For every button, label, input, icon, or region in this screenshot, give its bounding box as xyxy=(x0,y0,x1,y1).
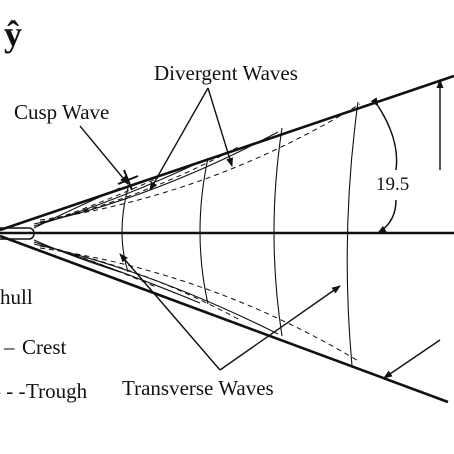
divergent-crests-lower xyxy=(33,239,279,335)
transverse-arrow-1 xyxy=(119,253,221,371)
crest-label: Crest xyxy=(22,335,66,359)
transverse-crest xyxy=(346,101,359,367)
crest-legend: – Crest xyxy=(3,335,66,359)
divergent-trough xyxy=(39,247,361,363)
wake-width-arrows xyxy=(383,79,444,379)
divergent-waves-label: Divergent Waves xyxy=(154,61,298,85)
angle-arc-lower xyxy=(377,199,397,234)
angle-value-label: 19.5 xyxy=(376,174,409,195)
leader-arrows xyxy=(79,87,341,371)
divergent-arrow-2 xyxy=(207,87,233,167)
transverse-arrow-2 xyxy=(219,285,341,371)
trough-legend: - - - Trough xyxy=(0,379,88,403)
transverse-waves-label: Transverse Waves xyxy=(122,376,274,400)
width-arrow-bottom xyxy=(383,339,441,379)
divergent-trough xyxy=(39,103,361,221)
trough-legend-marker: - - - xyxy=(0,379,25,403)
hull-label: hull xyxy=(0,285,33,309)
divergent-crest xyxy=(33,239,121,273)
lower-wake-boundary xyxy=(0,234,449,404)
trough-label: Trough xyxy=(26,379,88,403)
divergent-troughs-upper xyxy=(39,103,361,225)
transverse-crest xyxy=(199,157,209,305)
cusp-wave-label: Cusp Wave xyxy=(14,100,109,124)
transverse-waves xyxy=(121,101,359,367)
divergent-trough xyxy=(39,177,159,225)
divergent-trough xyxy=(39,243,159,289)
angle-arc-upper xyxy=(370,97,398,171)
transverse-crest xyxy=(273,127,283,337)
divergent-crest xyxy=(33,243,279,335)
angle-indicator xyxy=(370,97,398,234)
crest-legend-marker: – xyxy=(3,335,15,359)
divergent-trough xyxy=(39,245,241,321)
divergent-arrow-1 xyxy=(149,87,209,191)
transverse-crest xyxy=(121,187,129,273)
cusp-arrow xyxy=(79,125,129,185)
hull-shape xyxy=(0,227,35,240)
y-axis-label: ŷ xyxy=(4,14,22,54)
